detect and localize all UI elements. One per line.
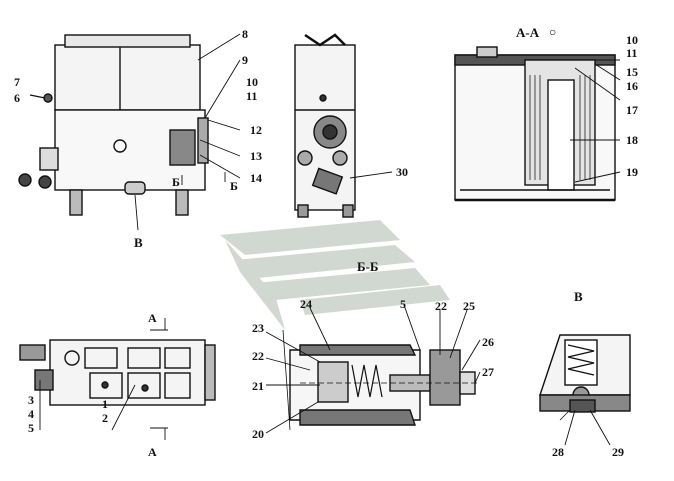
section-bb-title: Б-Б xyxy=(357,259,379,274)
label-21: 21 xyxy=(252,379,264,393)
label-30: 30 xyxy=(396,165,408,179)
view-v-title: В xyxy=(574,289,583,304)
section-aa-title: А-А xyxy=(516,25,540,40)
label-11b: 11 xyxy=(626,46,638,60)
label-28: 28 xyxy=(552,445,564,459)
label-13: 13 xyxy=(250,149,262,163)
label-27: 27 xyxy=(482,365,494,379)
label-26: 26 xyxy=(482,335,494,349)
label-14: 14 xyxy=(250,171,262,185)
label-24: 24 xyxy=(300,297,312,311)
label-18: 18 xyxy=(626,133,638,147)
label-22b: 22 xyxy=(252,349,264,363)
label-5b: 5 xyxy=(400,297,406,311)
label-19: 19 xyxy=(626,165,638,179)
label-10: 10 xyxy=(246,75,258,89)
label-1: 1 xyxy=(102,397,108,411)
label-15: 15 xyxy=(626,65,638,79)
cut-a-top: А xyxy=(148,311,157,325)
label-10b: 10 xyxy=(626,33,638,47)
cut-a-bottom: А xyxy=(148,445,157,459)
label-22: 22 xyxy=(435,299,447,313)
view-v-marker: В xyxy=(134,235,143,250)
label-4: 4 xyxy=(28,407,34,421)
label-8: 8 xyxy=(242,27,248,41)
side-view xyxy=(294,33,356,218)
label-6: 6 xyxy=(14,91,20,105)
cut-b-right: Б xyxy=(230,179,238,193)
label-17: 17 xyxy=(626,103,638,117)
top-plan-view xyxy=(19,339,216,406)
section-bb-view xyxy=(282,329,480,431)
watermark-logo xyxy=(220,220,450,330)
label-7: 7 xyxy=(14,75,20,89)
label-29: 29 xyxy=(612,445,624,459)
label-20: 20 xyxy=(252,427,264,441)
label-9: 9 xyxy=(242,53,248,67)
section-aa-circle-icon: ○ xyxy=(549,25,557,39)
label-23: 23 xyxy=(252,321,264,335)
label-12: 12 xyxy=(250,123,262,137)
front-view xyxy=(18,34,209,216)
cut-b-left: Б xyxy=(172,175,180,189)
section-aa-view xyxy=(454,46,616,202)
label-3: 3 xyxy=(28,393,34,407)
label-2: 2 xyxy=(102,411,108,425)
label-11: 11 xyxy=(246,89,258,103)
label-16: 16 xyxy=(626,79,638,93)
label-25: 25 xyxy=(463,299,475,313)
leader-lines xyxy=(39,33,621,446)
label-5: 5 xyxy=(28,421,34,435)
view-v xyxy=(539,334,631,421)
